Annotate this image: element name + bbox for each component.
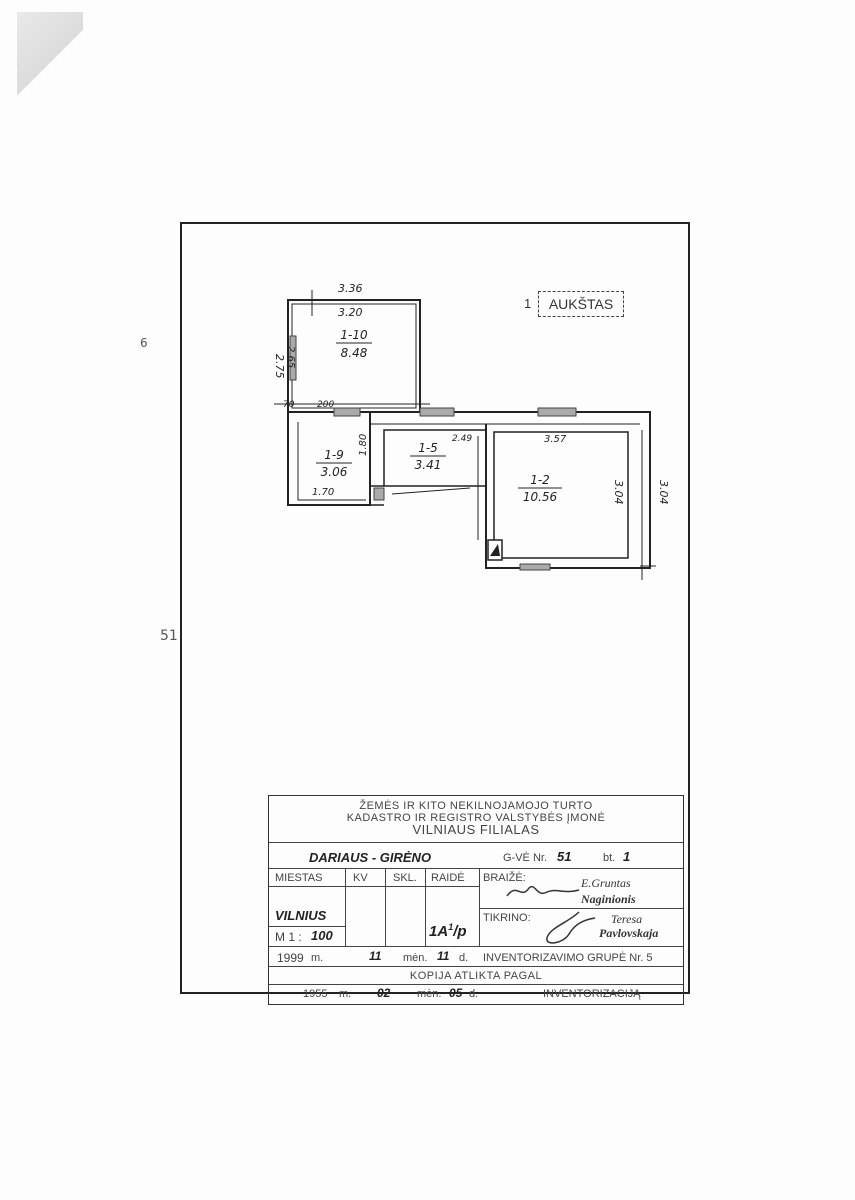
copy-year-label: m.	[339, 988, 352, 1000]
raide-value: 1A1/p	[429, 922, 467, 940]
room-1-2-id: 1-2	[530, 473, 550, 487]
org-line-1: ŽEMĖS IR KITO NEKILNOJAMOJO TURTO	[359, 800, 593, 812]
dim-top-inner: 3.20	[338, 306, 363, 319]
dim-mid-top: 200	[317, 400, 334, 410]
copy-day: 05	[449, 986, 463, 1000]
org-line-2: KADASTRO IR REGISTRO VALSTYBĖS ĮMONĖ	[346, 812, 606, 824]
floor-number: 1	[524, 296, 532, 311]
dim-mid-left: 70	[283, 400, 295, 410]
date-day: 11	[437, 949, 450, 963]
window	[289, 335, 297, 381]
dim-top-outer: 3.36	[338, 282, 363, 295]
copy-year: 1955	[303, 988, 328, 1000]
dim-corridor-top: 2.49	[452, 434, 472, 444]
apartment-number: 1	[623, 849, 631, 864]
dim-room2-side-inner: 3.04	[612, 480, 625, 505]
copy-day-label: d.	[469, 988, 479, 1000]
col-braize: BRAIŽĖ:	[483, 872, 526, 884]
date-year: 1999	[277, 951, 304, 965]
drawing-frame	[180, 222, 690, 994]
copy-line: KOPIJA ATLIKTA PAGAL	[409, 970, 543, 982]
copy-month: 02	[377, 986, 391, 1000]
door	[373, 487, 385, 501]
dim-room2-top: 3.57	[544, 434, 567, 445]
date-day-label: d.	[459, 952, 469, 964]
dim-room9-bottom: 1.70	[312, 487, 334, 498]
date-year-label: m.	[311, 952, 324, 964]
city-value: VILNIUS	[275, 908, 327, 923]
room-1-10-area: 8.48	[341, 346, 368, 360]
inventorizacija: INVENTORIZACIJĄ	[543, 988, 641, 1000]
room-1-9-id: 1-9	[324, 448, 344, 462]
date-month: 11	[369, 949, 382, 963]
col-city: MIESTAS	[275, 872, 323, 884]
margin-mark-1: 6	[140, 336, 148, 350]
room-1-10-id: 1-10	[340, 328, 368, 342]
house-number: 51	[557, 849, 572, 864]
window	[333, 407, 361, 417]
floor-label-box: AUKŠTAS	[538, 291, 624, 317]
org-line-3: VILNIAUS FILIALAS	[412, 822, 540, 837]
margin-mark-2: 51	[160, 628, 178, 644]
dim-room2-side-outer: 3.04	[657, 480, 670, 505]
scale-label: M 1 :	[275, 930, 302, 944]
tikrino-signature-icon	[546, 911, 596, 944]
col-kv: KV	[353, 872, 368, 884]
room-1-9-wall	[287, 412, 371, 506]
floor-label: AUKŠTAS	[548, 296, 614, 312]
date-month-label: mėn.	[403, 952, 428, 964]
title-block-stamp: ŽEMĖS IR KITO NEKILNOJAMOJO TURTO KADAST…	[268, 795, 684, 1005]
apartment-label: bt.	[603, 852, 616, 864]
page-corner-fold	[17, 12, 83, 112]
room-1-2-area: 10.56	[523, 490, 558, 504]
street-name: DARIAUS - GIRĖNO	[309, 850, 432, 865]
tikrino-name-1: Teresa	[611, 912, 643, 926]
window	[537, 407, 577, 417]
room-1-2-wall	[485, 424, 651, 569]
window	[419, 407, 455, 417]
inventory-group: INVENTORIZAVIMO GRUPĖ Nr. 5	[483, 952, 653, 964]
dim-left-outer: 2.75	[273, 354, 286, 379]
col-raide: RAIDĖ	[431, 872, 465, 884]
braize-signature-icon	[506, 885, 580, 897]
copy-month-label: mėn.	[417, 988, 442, 1000]
tikrino-name-2: Pavlovskaja	[599, 926, 659, 940]
door	[519, 563, 551, 571]
room-1-5-id: 1-5	[418, 441, 438, 455]
scale-value: 100	[311, 928, 333, 943]
street-label: G-VĖ Nr.	[503, 852, 548, 864]
dim-kitchen-side: 1.80	[358, 434, 369, 456]
col-skl: SKL.	[393, 872, 417, 884]
braize-name-2: Naginionis	[581, 892, 636, 906]
room-1-9-area: 3.06	[321, 465, 348, 479]
room-1-5-wall	[370, 411, 651, 432]
tikrino-label: TIKRINO:	[483, 912, 531, 924]
room-1-5-area: 3.41	[415, 458, 442, 472]
braize-name-1: E.Gruntas	[581, 876, 631, 890]
dim-left-inner: 2.65	[285, 346, 296, 368]
